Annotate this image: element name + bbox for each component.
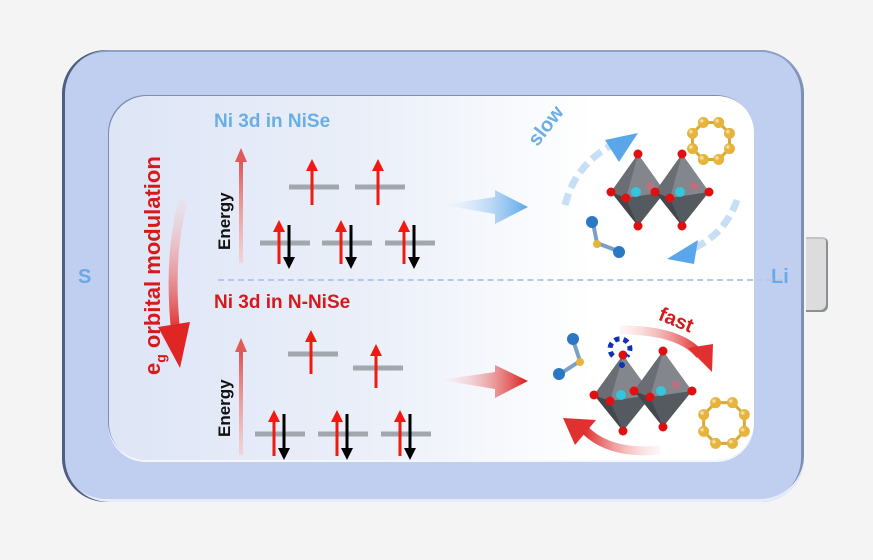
ni-atom: [631, 187, 641, 197]
spin-up-arrow: [370, 344, 382, 388]
se-atom: [605, 396, 615, 406]
spin-up-arrow: [268, 410, 280, 456]
orbital-level: [353, 365, 403, 371]
orbital-level: [385, 240, 435, 246]
orbital-level: [288, 351, 338, 357]
n-nise-octahedra: [589, 346, 697, 436]
se-atom-back: [672, 381, 681, 389]
ni-atom: [675, 187, 685, 197]
se-atom-back: [646, 182, 655, 190]
se-atom: [658, 422, 668, 432]
li2s-molecule-nise: [586, 216, 625, 258]
se-atom: [677, 149, 687, 159]
orbital-level: [322, 240, 372, 246]
sulfur-ring-s8-nise: [687, 117, 735, 165]
spin-up-arrow: [398, 220, 410, 264]
spin-down-arrow: [283, 225, 295, 269]
se-atom: [618, 426, 628, 436]
transition-arrow-blue: [442, 190, 528, 224]
energy-axis-arrow-nise: [235, 148, 247, 263]
se-atom: [645, 392, 655, 402]
battery-terminal: [806, 237, 828, 312]
spin-down-arrow: [408, 225, 420, 269]
se-atom: [665, 193, 675, 203]
energy-axis-arrow-n-nise: [235, 338, 247, 455]
spin-up-arrow: [372, 159, 384, 205]
orbital-level: [318, 431, 368, 437]
orbital-level: [255, 431, 305, 437]
spin-down-arrow: [278, 414, 290, 460]
se-atom: [633, 221, 643, 231]
nise6-octahedron: [606, 149, 670, 231]
nise6-octahedron: [629, 346, 697, 432]
se-atom: [606, 187, 616, 197]
orbital-level: [289, 184, 339, 190]
ni-atom: [656, 386, 666, 396]
spin-up-arrow: [305, 330, 317, 374]
fast-cycle-arrow-lower: [563, 418, 661, 456]
li2s-molecute-n-nise: [553, 333, 584, 380]
panel-divider: [218, 279, 783, 281]
orbital-level: [381, 431, 431, 437]
ni-atom: [616, 390, 626, 400]
nitrogen-dopant-marker: [607, 336, 633, 368]
sulfur-ring-s8-n-nise: [698, 397, 750, 449]
se-atom-back: [690, 182, 699, 190]
spin-up-arrow: [306, 159, 318, 205]
spin-up-arrow: [331, 410, 343, 456]
spin-down-arrow: [404, 414, 416, 460]
slow-cycle-arrow-lower: [667, 198, 741, 264]
se-atom: [677, 221, 687, 231]
nise-octahedra: [606, 149, 714, 231]
se-atom: [589, 390, 599, 400]
spin-up-arrow: [335, 220, 347, 264]
orbital-levels-nise: [260, 159, 435, 269]
orbital-levels-n-nise: [255, 330, 431, 460]
orbital-level: [260, 240, 310, 246]
transition-arrow-red: [440, 365, 528, 398]
spin-up-arrow: [394, 410, 406, 456]
se-atom: [687, 386, 697, 396]
se-atom: [629, 386, 639, 396]
lithium-electrode-label: Li: [771, 266, 789, 288]
slow-cycle-arrow-upper: [561, 133, 638, 206]
se-atom: [621, 193, 631, 203]
eg-modulation-arrow: [158, 200, 190, 368]
spin-up-arrow: [273, 220, 285, 264]
fast-cycle-arrow-upper: [619, 325, 713, 372]
spin-down-arrow: [345, 225, 357, 269]
sulfur-electrode-label: S: [78, 266, 92, 288]
nise6-octahedron: [650, 149, 714, 231]
se-atom: [658, 346, 668, 356]
panel-title-nise: Ni 3d in NiSe: [214, 111, 331, 132]
orbital-level: [355, 184, 405, 190]
se-atom: [650, 187, 660, 197]
se-atom: [633, 149, 643, 159]
spin-down-arrow: [341, 414, 353, 460]
se-atom: [704, 187, 714, 197]
panel-title-n-nise: Ni 3d in N-NiSe: [214, 292, 351, 313]
se-atom: [618, 350, 628, 360]
